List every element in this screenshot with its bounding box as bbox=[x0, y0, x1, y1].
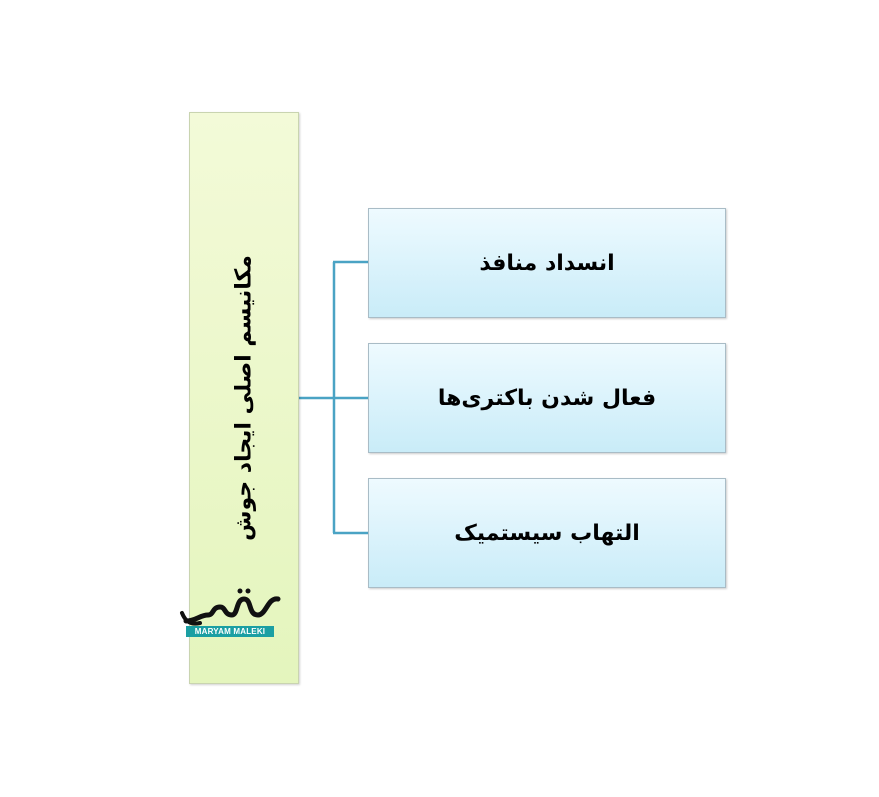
maryam-maleki-logo-icon bbox=[180, 588, 281, 626]
root-node-box bbox=[189, 112, 299, 684]
child-node-2: فعال شدن باکتری‌ها bbox=[368, 343, 726, 453]
child-node-2-label: فعال شدن باکتری‌ها bbox=[437, 385, 657, 411]
root-node-label: مکانیسم اصلی ایجاد جوش bbox=[231, 255, 257, 541]
child-node-3: التهاب سیستمیک bbox=[368, 478, 726, 588]
child-node-3-label: التهاب سیستمیک bbox=[454, 520, 640, 546]
child-node-1: انسداد منافذ bbox=[368, 208, 726, 318]
watermark-text: MARYAM MALEKI bbox=[186, 626, 274, 637]
child-node-1-label: انسداد منافذ bbox=[479, 250, 615, 276]
